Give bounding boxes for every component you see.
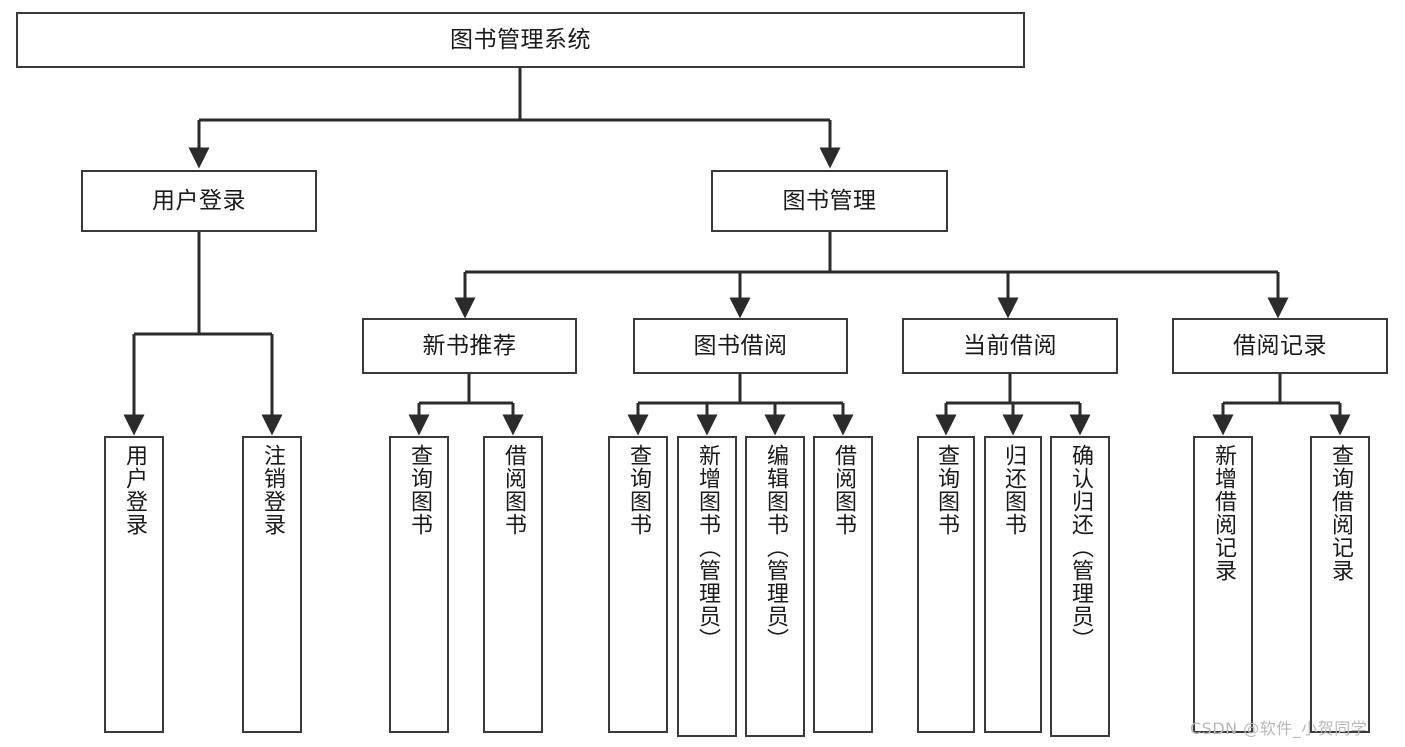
node-label: 注销登录 [260, 444, 285, 536]
node-label: 新增图书（管理员） [695, 444, 720, 651]
node-leaf-query-book-recommend[interactable]: 查询图书 [389, 436, 449, 733]
node-leaf-logout[interactable]: 注销登录 [242, 436, 302, 733]
node-label: 图书借阅 [693, 332, 788, 359]
node-new-book-recommend[interactable]: 新书推荐 [362, 318, 577, 374]
node-leaf-edit-book-admin[interactable]: 编辑图书（管理员） [745, 436, 805, 737]
node-leaf-query-book-current[interactable]: 查询图书 [917, 436, 975, 733]
node-label: 借阅记录 [1233, 332, 1327, 359]
node-root-book-management-system[interactable]: 图书管理系统 [16, 12, 1025, 68]
node-label: 归还图书 [1001, 444, 1026, 536]
node-label: 确认归还（管理员） [1068, 444, 1093, 651]
node-current-borrow[interactable]: 当前借阅 [902, 318, 1118, 374]
node-book-borrow[interactable]: 图书借阅 [633, 318, 848, 374]
node-leaf-query-book-borrow[interactable]: 查询图书 [608, 436, 668, 733]
node-leaf-confirm-return-admin[interactable]: 确认归还（管理员） [1050, 436, 1110, 737]
node-label: 编辑图书（管理员） [763, 444, 788, 651]
node-label: 图书管理 [782, 187, 877, 214]
node-leaf-user-login[interactable]: 用户登录 [104, 436, 164, 733]
node-label: 用户登录 [122, 444, 147, 536]
node-borrow-record[interactable]: 借阅记录 [1172, 318, 1388, 374]
node-label: 借阅图书 [831, 444, 856, 536]
node-label: 图书管理系统 [450, 26, 591, 53]
node-leaf-return-book[interactable]: 归还图书 [984, 436, 1042, 733]
node-label: 借阅图书 [501, 444, 526, 536]
node-label: 当前借阅 [963, 332, 1057, 359]
node-label: 新书推荐 [422, 332, 517, 359]
node-leaf-query-borrow-record[interactable]: 查询借阅记录 [1310, 436, 1370, 733]
node-label: 查询图书 [407, 444, 432, 536]
node-user-login[interactable]: 用户登录 [81, 170, 317, 232]
node-label: 查询借阅记录 [1328, 444, 1353, 582]
node-book-management[interactable]: 图书管理 [711, 170, 948, 232]
node-label: 用户登录 [152, 187, 246, 214]
node-label: 查询图书 [934, 444, 959, 536]
node-label: 查询图书 [626, 444, 651, 536]
node-leaf-borrow-book-recommend[interactable]: 借阅图书 [483, 436, 543, 733]
node-leaf-add-book-admin[interactable]: 新增图书（管理员） [677, 436, 737, 737]
node-label: 新增借阅记录 [1211, 444, 1236, 582]
node-leaf-borrow-book[interactable]: 借阅图书 [813, 436, 873, 733]
node-leaf-add-borrow-record[interactable]: 新增借阅记录 [1193, 436, 1253, 733]
